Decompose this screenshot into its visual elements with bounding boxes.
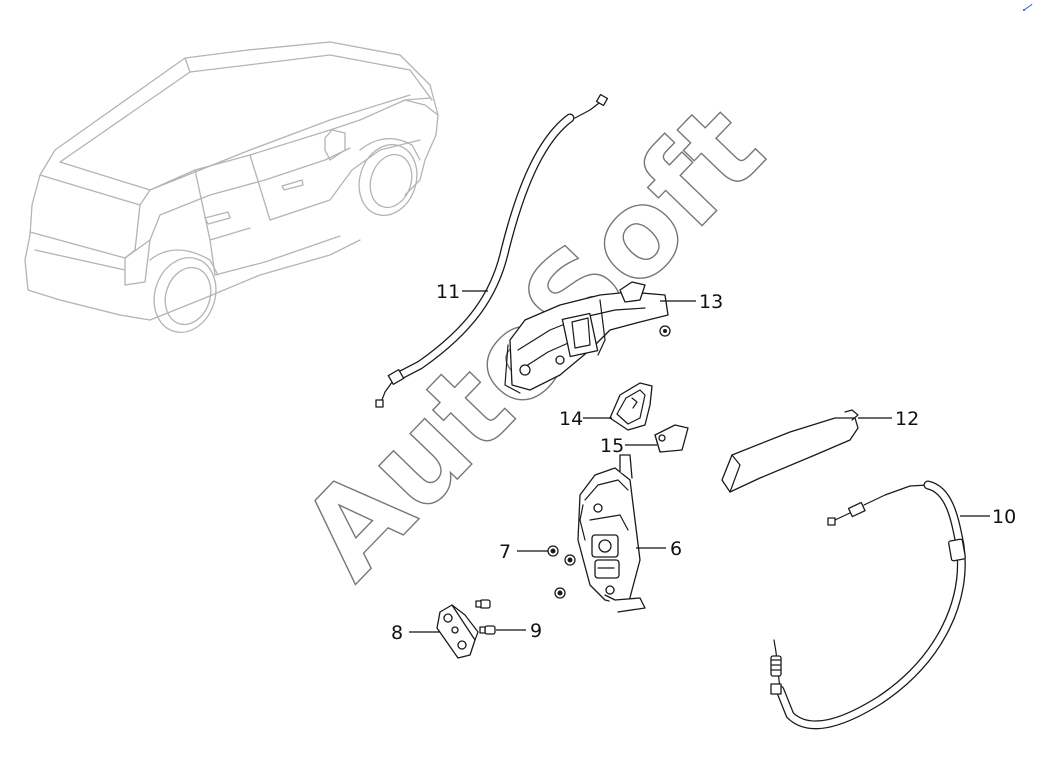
callout-9-label: 9 (530, 620, 542, 642)
callout-13: 13 (660, 291, 723, 313)
callout-10: 10 (960, 506, 1016, 528)
part-15-cap (654, 424, 689, 453)
part-7-screws (547, 545, 576, 599)
part-8-striker (436, 604, 479, 659)
callout-14-label: 14 (559, 408, 583, 430)
callout-7-label: 7 (499, 541, 511, 563)
callout-6-label: 6 (670, 538, 682, 560)
callout-12-label: 12 (895, 408, 919, 430)
part-10-outer-cable (770, 480, 966, 730)
callout-14: 14 (559, 408, 612, 430)
callout-8-label: 8 (391, 622, 403, 644)
callout-8: 8 (391, 622, 440, 644)
callout-9: 9 (496, 620, 542, 642)
callout-11-label: 11 (436, 281, 460, 303)
part-13-inner-handle-bracket (504, 281, 671, 394)
part-14-inner-handle (609, 382, 653, 431)
part-6-door-latch (577, 454, 646, 613)
vehicle-outline (24, 41, 439, 333)
part-9-bolts (475, 599, 496, 635)
callout-15: 15 (600, 435, 657, 457)
callout-13-label: 13 (699, 291, 723, 313)
corner-mark (1023, 3, 1033, 11)
callout-10-label: 10 (992, 506, 1016, 528)
part-12-outer-handle (721, 409, 859, 493)
callout-15-label: 15 (600, 435, 624, 457)
callout-12: 12 (858, 408, 919, 430)
callout-7: 7 (499, 541, 548, 563)
callout-11: 11 (436, 281, 488, 303)
callout-6: 6 (636, 538, 682, 560)
part-11-inner-cable (375, 93, 609, 408)
